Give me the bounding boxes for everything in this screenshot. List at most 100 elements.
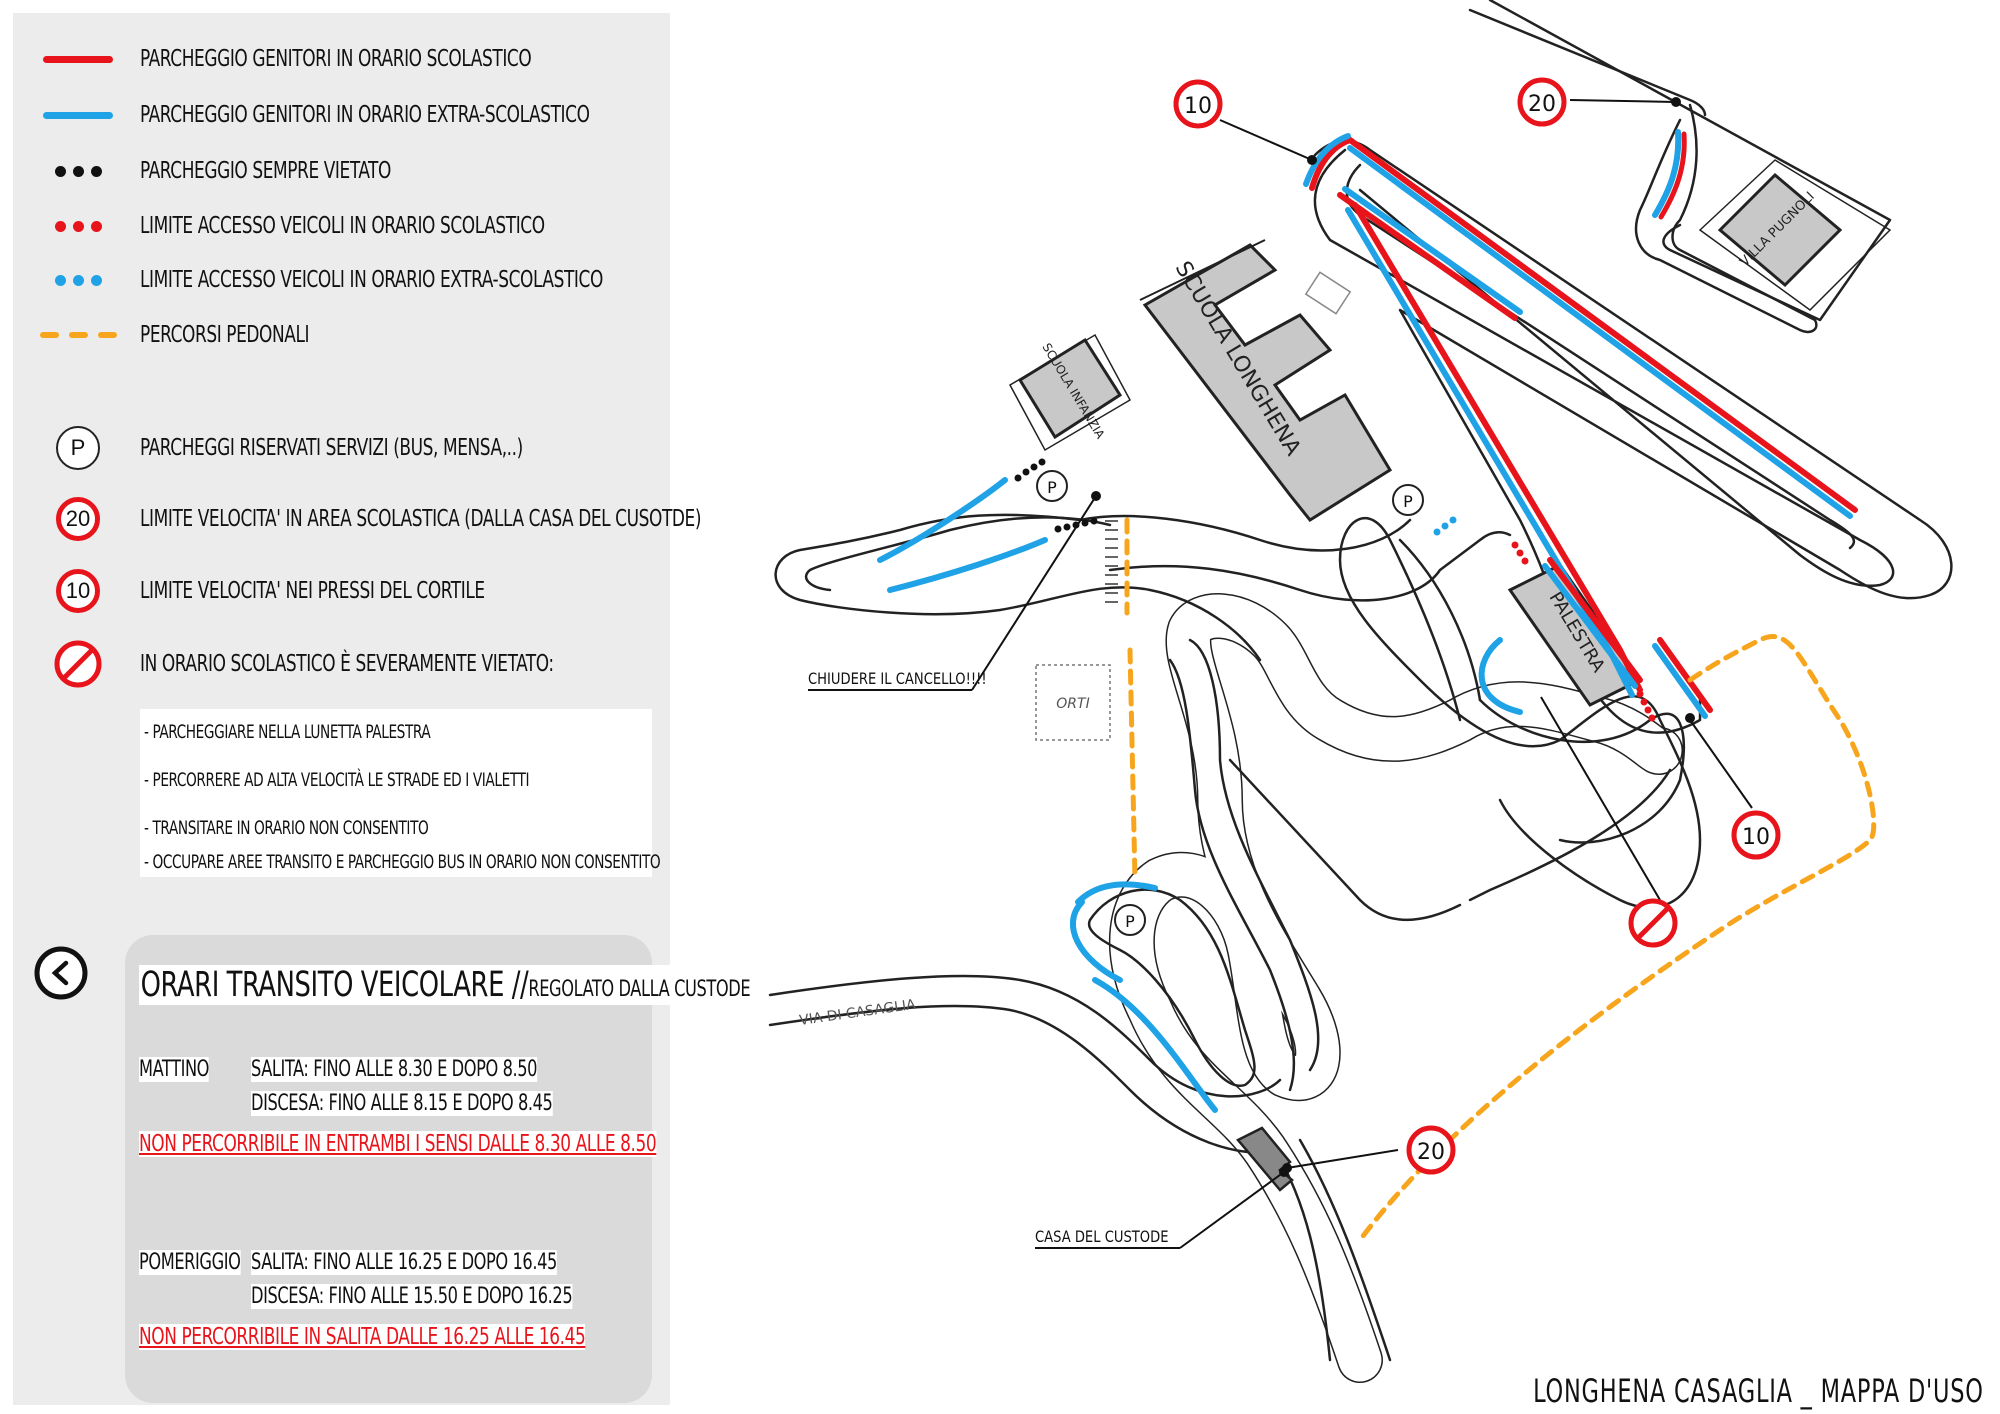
prohibition-sign-map <box>1628 898 1678 948</box>
parking-blue-right <box>1652 643 1708 719</box>
legend-label: PARCHEGGIO GENITORI IN ORARIO EXTRA-SCOL… <box>140 102 590 128</box>
parking-red-hairpin <box>1309 136 1858 513</box>
legend-row-access-limit-extra: LIMITE ACCESSO VEICOLI IN ORARIO EXTRA-S… <box>43 260 603 300</box>
parking-blue-lunetta <box>1478 637 1523 715</box>
parking-blue-infanzia-lower <box>887 537 1048 593</box>
callout-leaders <box>808 99 1753 1249</box>
red-line-icon <box>43 55 113 63</box>
afternoon-up: SALITA: FINO ALLE 16.25 E DOPO 16.45 <box>251 1250 557 1275</box>
parking-red-diagonal <box>1352 202 1643 693</box>
afternoon-down: DISCESA: FINO ALLE 15.50 E DOPO 16.25 <box>251 1284 573 1309</box>
afternoon-label: POMERIGGIO <box>139 1250 241 1275</box>
speed-sign-20-bottom: 20 <box>1406 1125 1456 1175</box>
legend-label: LIMITE VELOCITA' NEI PRESSI DEL CORTILE <box>140 578 485 604</box>
legend-row-speed-20: 20 LIMITE VELOCITA' IN AREA SCOLASTICA (… <box>43 494 701 544</box>
scuola-longhena-building: SCUOLA LONGHENA <box>1139 239 1393 522</box>
hours-title-row: ORARI TRANSITO VEICOLARE //REGOLATO DALL… <box>139 965 752 1005</box>
afternoon-warning: NON PERCORRIBILE IN SALITA DALLE 16.25 A… <box>139 1324 586 1350</box>
red-dots-school <box>1511 541 1656 722</box>
hours-subtitle: REGOLATO DALLA CUSTODE <box>528 977 751 1002</box>
parking-blue-hairpin <box>1347 145 1853 519</box>
morning-up: SALITA: FINO ALLE 8.30 E DOPO 8.50 <box>251 1057 538 1082</box>
street-label-via-casaglia: VIA DI CASAGLIA <box>798 997 917 1029</box>
legend-label: LIMITE VELOCITA' IN AREA SCOLASTICA (DAL… <box>140 506 702 532</box>
morning-warning: NON PERCORRIBILE IN ENTRAMBI I SENSI DAL… <box>139 1131 657 1157</box>
parking-blue-lower-arc2 <box>1069 899 1123 983</box>
scuola-infanzia-building: SCUOLA INFANZIA <box>1008 333 1132 452</box>
black-dots-icon <box>54 165 102 177</box>
parking-sign-infanzia: P <box>1036 470 1068 502</box>
custode-callout-label: CASA DEL CUSTODE <box>1035 1228 1168 1247</box>
hours-title: ORARI TRANSITO VEICOLARE // <box>140 965 529 1005</box>
speed-sign-10-top: 10 <box>1173 79 1223 129</box>
red-dots-icon <box>54 220 102 232</box>
rule-item: - TRANSITARE IN ORARIO NON CONSENTITO <box>144 817 429 839</box>
parking-sign-school: P <box>1392 484 1424 516</box>
svg-text:20: 20 <box>1528 92 1556 117</box>
road-network <box>768 0 1953 1383</box>
legend-label: LIMITE ACCESSO VEICOLI IN ORARIO EXTRA-S… <box>140 267 603 293</box>
rule-item: - OCCUPARE AREE TRANSITO E PARCHEGGIO BU… <box>144 851 661 873</box>
svg-text:20: 20 <box>1417 1140 1445 1165</box>
access-dots <box>1014 458 1656 722</box>
gate-callout-label: CHIUDERE IL CANCELLO!!!! <box>808 670 987 689</box>
legend-row-reserved-parking: P PARCHEGGI RISERVATI SERVIZI (BUS, MENS… <box>43 423 523 473</box>
prohibition-icon <box>54 640 102 688</box>
orti-area: ORTI <box>1035 664 1111 741</box>
parking-blue-infanzia-upper <box>877 477 1008 563</box>
morning-label: MATTINO <box>139 1057 210 1082</box>
buildings: SCUOLA LONGHENA SCUOLA INFANZIA PALESTRA… <box>1008 159 1892 1192</box>
parking-blue-lower-arc <box>1075 881 1158 905</box>
legend-row-prohibited: IN ORARIO SCOLASTICO È SEVERAMENTE VIETA… <box>43 639 554 689</box>
legend-row-parent-parking-school: PARCHEGGIO GENITORI IN ORARIO SCOLASTICO <box>43 39 532 79</box>
legend-row-pedestrian-paths: PERCORSI PEDONALI <box>39 315 310 355</box>
rule-item: - PARCHEGGIARE NELLA LUNETTA PALESTRA <box>144 721 431 743</box>
svg-text:P: P <box>1047 478 1057 497</box>
legend-label: PERCORSI PEDONALI <box>140 322 310 348</box>
prohibited-actions-list: - PARCHEGGIARE NELLA LUNETTA PALESTRA - … <box>140 709 661 877</box>
parking-red-palestra <box>1547 557 1643 683</box>
legend-row-speed-10: 10 LIMITE VELOCITA' NEI PRESSI DEL CORTI… <box>43 566 485 616</box>
speed-limit-20-icon: 20 <box>56 497 100 541</box>
svg-text:10: 10 <box>1742 825 1770 850</box>
legend-row-parent-parking-extra: PARCHEGGIO GENITORI IN ORARIO EXTRA-SCOL… <box>43 95 590 135</box>
callout-anchors <box>1091 97 1695 1177</box>
black-dots-infanzia <box>1014 458 1098 533</box>
parking-blue-inner <box>1342 186 1523 315</box>
vehicle-hours-box: ORARI TRANSITO VEICOLARE //REGOLATO DALL… <box>125 935 752 1403</box>
svg-text:P: P <box>1403 492 1413 511</box>
parking-red-villa <box>1658 131 1687 220</box>
legend-panel: PARCHEGGIO GENITORI IN ORARIO SCOLASTICO… <box>13 13 752 1405</box>
legend-label: IN ORARIO SCOLASTICO È SEVERAMENTE VIETA… <box>140 651 554 677</box>
pedestrian-path-lower <box>1127 647 1138 883</box>
map-title-footer: LONGHENA CASAGLIA _ MAPPA D'USO <box>1533 1372 1984 1410</box>
parking-blue-hairpin <box>1303 133 1351 187</box>
parking-sign-icon: P <box>56 426 100 470</box>
parking-red-right <box>1657 637 1713 713</box>
speed-limit-10-icon: 10 <box>56 569 100 613</box>
parking-blue-palestra <box>1542 563 1638 689</box>
blue-line-icon <box>43 111 113 119</box>
morning-down: DISCESA: FINO ALLE 8.15 E DOPO 8.45 <box>251 1091 553 1116</box>
parking-red-inner <box>1337 192 1518 321</box>
annex-building <box>1304 271 1352 315</box>
legend-row-access-limit-school: LIMITE ACCESSO VEICOLI IN ORARIO SCOLAST… <box>43 206 545 246</box>
parking-blue-lower-descent <box>1092 977 1218 1113</box>
villa-pugnoli-building: VILLA PUGNOLI <box>1698 159 1892 311</box>
orti-label: ORTI <box>1056 696 1089 712</box>
legend-label: PARCHEGGIO SEMPRE VIETATO <box>140 158 391 184</box>
blue-dots-school <box>1433 516 1457 536</box>
svg-text:P: P <box>1125 912 1135 931</box>
gate-hatch <box>1105 520 1118 603</box>
blue-dots-icon <box>54 274 102 286</box>
speed-sign-10-right: 10 <box>1731 810 1781 860</box>
parking-lines <box>877 129 1858 1113</box>
rule-item: - PERCORRERE AD ALTA VELOCITÀ LE STRADE … <box>144 769 530 791</box>
parking-sign-lower: P <box>1114 904 1146 936</box>
pedestrian-path-east <box>1357 634 1877 1243</box>
svg-text:10: 10 <box>1184 94 1212 119</box>
legend-label: PARCHEGGI RISERVATI SERVIZI (BUS, MENSA,… <box>140 435 523 461</box>
legend-label: PARCHEGGIO GENITORI IN ORARIO SCOLASTICO <box>140 46 532 72</box>
orange-dashes-icon <box>39 332 117 338</box>
